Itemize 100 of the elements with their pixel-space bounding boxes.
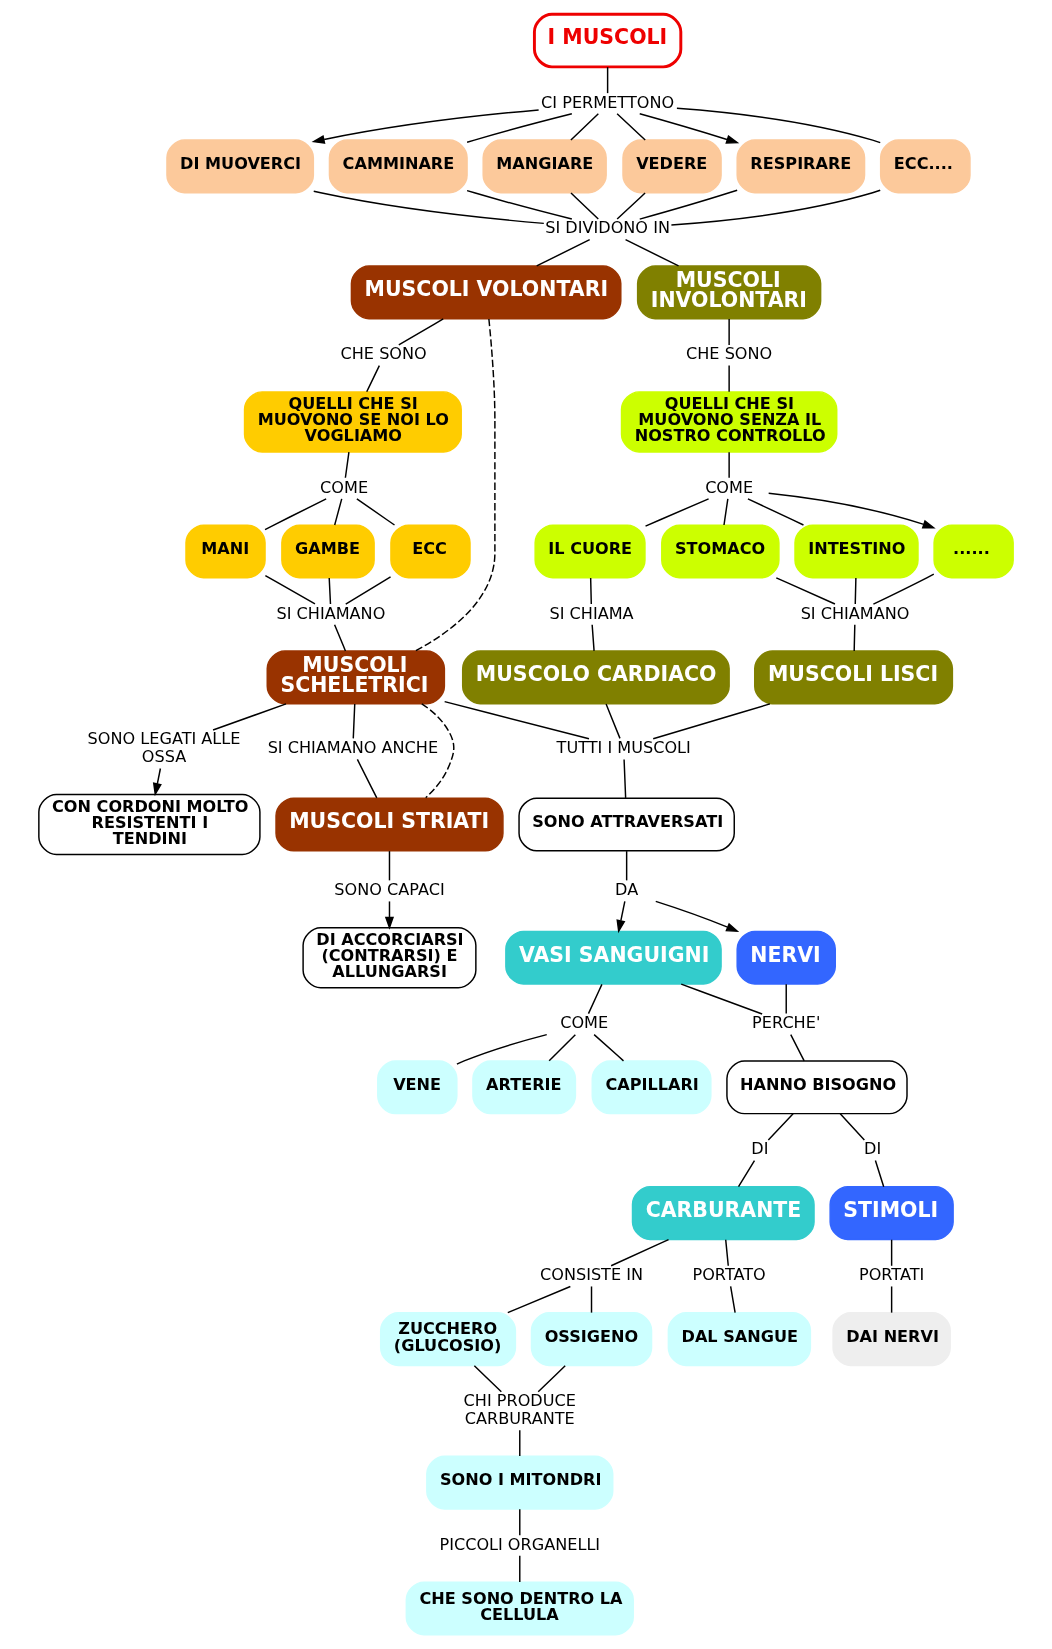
node-box: CARBURANTE bbox=[631, 1186, 815, 1241]
arrow bbox=[767, 492, 936, 529]
connector bbox=[344, 451, 350, 479]
node-text: DI bbox=[751, 1139, 769, 1159]
connector bbox=[767, 1113, 794, 1141]
node-text: SONO CAPACI bbox=[334, 880, 445, 900]
node-box: IL CUORE bbox=[534, 524, 646, 579]
connector bbox=[388, 850, 391, 882]
node-box: HANNO BISOGNO bbox=[726, 1060, 908, 1115]
connector bbox=[723, 498, 729, 526]
node-text: SI DIVIDONO IN bbox=[545, 218, 670, 238]
node-box: ARTERIE bbox=[472, 1060, 577, 1115]
connector bbox=[644, 498, 710, 527]
connector bbox=[680, 983, 763, 1015]
connector bbox=[456, 1033, 548, 1065]
node-box: GAMBE bbox=[281, 524, 375, 579]
connector bbox=[593, 1033, 625, 1062]
connector bbox=[616, 113, 646, 141]
node-text: SONO LEGATI ALLE OSSA bbox=[87, 729, 241, 766]
connector bbox=[537, 1365, 566, 1393]
node-text: CHE SONO bbox=[340, 344, 427, 364]
connector bbox=[785, 983, 787, 1015]
node-text: CHE SONO bbox=[686, 344, 773, 364]
node-text: SI CHIAMANO bbox=[800, 603, 910, 623]
node-box: CON CORDONI MOLTO RESISTENTI I TENDINI bbox=[38, 793, 261, 856]
node-text: SI CHIAMANO ANCHE bbox=[267, 738, 439, 758]
node-box: MUSCOLI INVOLONTARI bbox=[636, 265, 822, 320]
connector bbox=[356, 498, 396, 526]
connector bbox=[775, 577, 836, 605]
arrow bbox=[311, 109, 540, 144]
node-box: QUELLI CHE SI MUOVONO SENZA IL NOSTRO CONTROLLO bbox=[620, 391, 838, 453]
connector bbox=[264, 574, 316, 605]
connector bbox=[874, 1159, 885, 1188]
connector bbox=[625, 850, 628, 882]
connector bbox=[548, 1033, 577, 1062]
connector bbox=[616, 192, 646, 220]
connector bbox=[670, 189, 881, 226]
connector bbox=[872, 573, 935, 605]
node-box: ZUCCHERO (GLUCOSIO) bbox=[379, 1312, 517, 1367]
node-box: CHE SONO DENTRO LA CELLULA bbox=[405, 1581, 634, 1636]
node-box: SONO I MITONDRI bbox=[426, 1455, 614, 1510]
node-box: DAI NERVI bbox=[832, 1312, 951, 1367]
arrow bbox=[639, 113, 740, 144]
connector bbox=[366, 364, 381, 393]
connector bbox=[443, 700, 590, 740]
connector bbox=[591, 624, 595, 652]
node-box: MUSCOLI VOLONTARI bbox=[350, 265, 622, 320]
node-text: DI bbox=[864, 1139, 882, 1159]
node-text: CHI PRODUCE CARBURANTE bbox=[463, 1391, 576, 1428]
node-text: PERCHE' bbox=[752, 1013, 821, 1033]
connector bbox=[728, 318, 730, 346]
node-box: OSSIGENO bbox=[530, 1312, 653, 1367]
connector bbox=[605, 703, 621, 740]
connector bbox=[853, 624, 856, 652]
connector bbox=[507, 1285, 572, 1314]
connector bbox=[890, 1285, 893, 1314]
node-box: NERVI bbox=[736, 930, 836, 985]
connector bbox=[854, 577, 857, 605]
connector bbox=[466, 189, 573, 220]
connector bbox=[212, 703, 287, 731]
node-box: VENE bbox=[377, 1060, 458, 1115]
node-text: SI CHIAMANO bbox=[276, 603, 386, 623]
node-box: MUSCOLI LISCI bbox=[754, 650, 954, 705]
connector bbox=[264, 498, 327, 531]
connector bbox=[345, 576, 392, 605]
connector bbox=[473, 1365, 503, 1393]
connector bbox=[333, 498, 343, 526]
node-text: COME bbox=[320, 477, 369, 497]
node-text: PORTATI bbox=[858, 1265, 925, 1285]
node-text: CI PERMETTONO bbox=[541, 92, 675, 112]
node-box: RESPIRARE bbox=[736, 139, 866, 194]
connector bbox=[352, 703, 356, 740]
node-text: TUTTI I MUSCOLI bbox=[556, 738, 691, 758]
connector bbox=[535, 239, 591, 267]
connector bbox=[570, 192, 599, 220]
connector bbox=[790, 1033, 805, 1062]
arrow bbox=[655, 900, 740, 933]
connector bbox=[519, 1555, 521, 1583]
connector bbox=[519, 1508, 521, 1536]
node-text: COME bbox=[705, 477, 754, 497]
node-text: COME bbox=[560, 1013, 609, 1033]
connector bbox=[421, 703, 455, 799]
connector bbox=[610, 1238, 670, 1267]
node-box: ECC bbox=[390, 524, 471, 579]
connector bbox=[356, 758, 378, 799]
connector bbox=[890, 1239, 893, 1267]
connector bbox=[624, 239, 680, 267]
connector bbox=[589, 577, 592, 605]
connector bbox=[839, 1113, 866, 1141]
node-box: ...... bbox=[933, 524, 1014, 579]
node-box: CAPILLARI bbox=[591, 1060, 712, 1115]
connector bbox=[747, 498, 805, 526]
node-box: MANGIARE bbox=[482, 139, 607, 194]
connector bbox=[606, 66, 609, 94]
connector bbox=[623, 758, 627, 799]
node-text: DA bbox=[615, 880, 639, 900]
node-box: SONO ATTRAVERSATI bbox=[518, 797, 735, 852]
connector bbox=[728, 364, 730, 393]
node-text: PORTATO bbox=[692, 1265, 766, 1285]
node-text: CONSISTE IN bbox=[540, 1265, 644, 1285]
